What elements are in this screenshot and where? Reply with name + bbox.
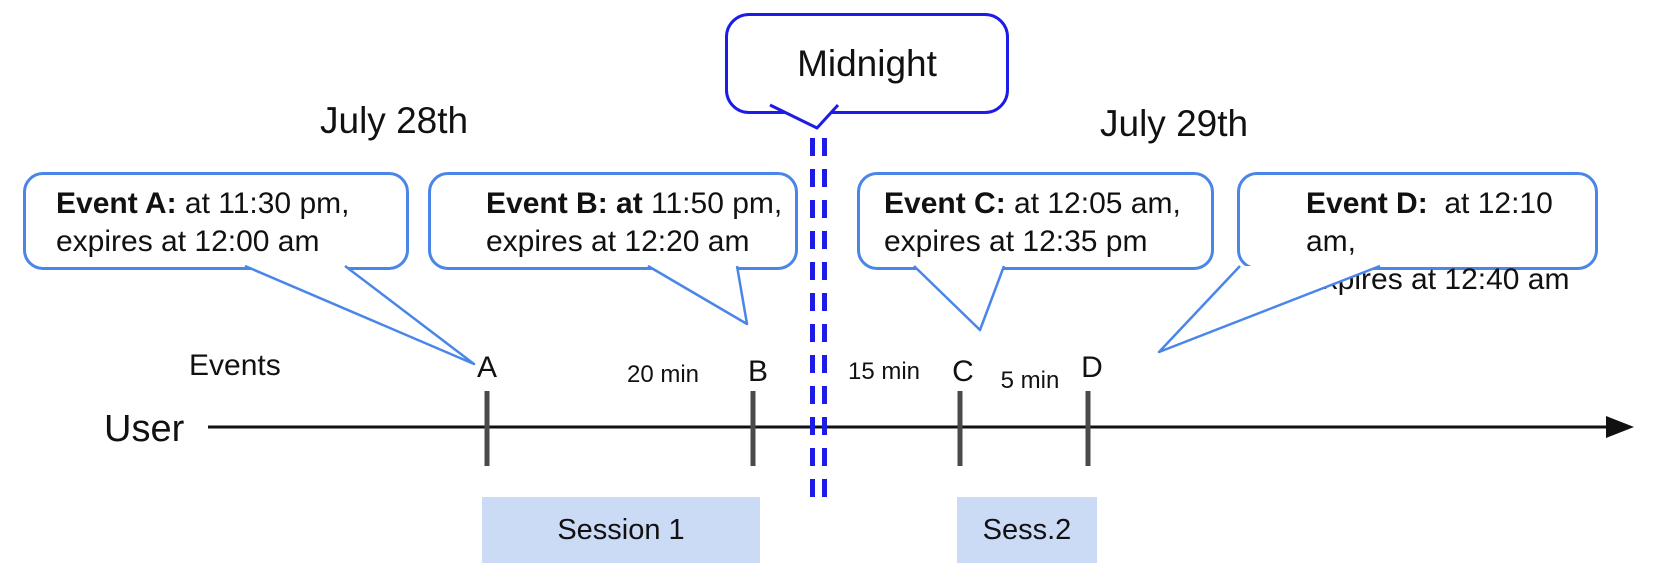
marker-label-a: A <box>476 351 498 384</box>
event-c-time: at 12:05 am, <box>1005 187 1181 220</box>
event-callout-d: Event D: at 12:10 am, expires at 12:40 a… <box>1237 172 1598 296</box>
session-2-box: Sess.2 <box>957 497 1097 563</box>
event-d-title: Event D: <box>1306 187 1428 220</box>
interval-label-a-b: 20 min <box>626 361 700 388</box>
session-1-label: Session 1 <box>557 513 685 546</box>
midnight-callout: Midnight <box>725 13 1009 114</box>
marker-label-b: B <box>747 355 769 388</box>
interval-label-c-d: 5 min <box>1000 367 1060 394</box>
date-label-july-29: July 29th <box>1100 103 1249 144</box>
event-c-title: Event C: <box>884 187 1006 220</box>
event-c-expiry: expires at 12:35 pm <box>884 225 1148 258</box>
event-b-time: 11:50 pm, <box>642 187 783 220</box>
event-callout-c: Event C: at 12:05 am, expires at 12:35 p… <box>857 172 1214 270</box>
event-c-line1: Event C: at 12:05 am, <box>884 185 1211 223</box>
marker-label-c: C <box>952 355 974 388</box>
date-label-july-28: July 28th <box>320 100 469 141</box>
event-b-expiry: expires at 12:20 am <box>486 225 750 258</box>
event-a-time: at 11:30 pm, <box>176 187 350 220</box>
event-a-title: Event A: <box>56 187 177 220</box>
midnight-callout-label: Midnight <box>797 42 937 84</box>
event-d-expiry: expires at 12:40 am <box>1306 263 1570 296</box>
user-row-label: User <box>104 408 185 450</box>
session-2-label: Sess.2 <box>982 513 1072 546</box>
event-b-title: Event B: at <box>486 187 643 220</box>
event-a-line1: Event A: at 11:30 pm, <box>56 185 406 223</box>
event-d-time: at 12:10 am, <box>1306 187 1562 258</box>
interval-label-b-c: 15 min <box>847 358 921 385</box>
event-callout-a: Event A: at 11:30 pm, expires at 12:00 a… <box>23 172 409 270</box>
event-callout-b: Event B: at 11:50 pm, expires at 12:20 a… <box>428 172 798 270</box>
marker-label-d: D <box>1081 351 1103 384</box>
session-1-box: Session 1 <box>482 497 760 563</box>
event-b-line1: Event B: at 11:50 pm, <box>486 185 795 223</box>
events-axis-label: Events <box>189 349 281 382</box>
event-a-expiry: expires at 12:00 am <box>56 225 320 258</box>
event-d-line1: Event D: at 12:10 am, <box>1306 185 1595 261</box>
